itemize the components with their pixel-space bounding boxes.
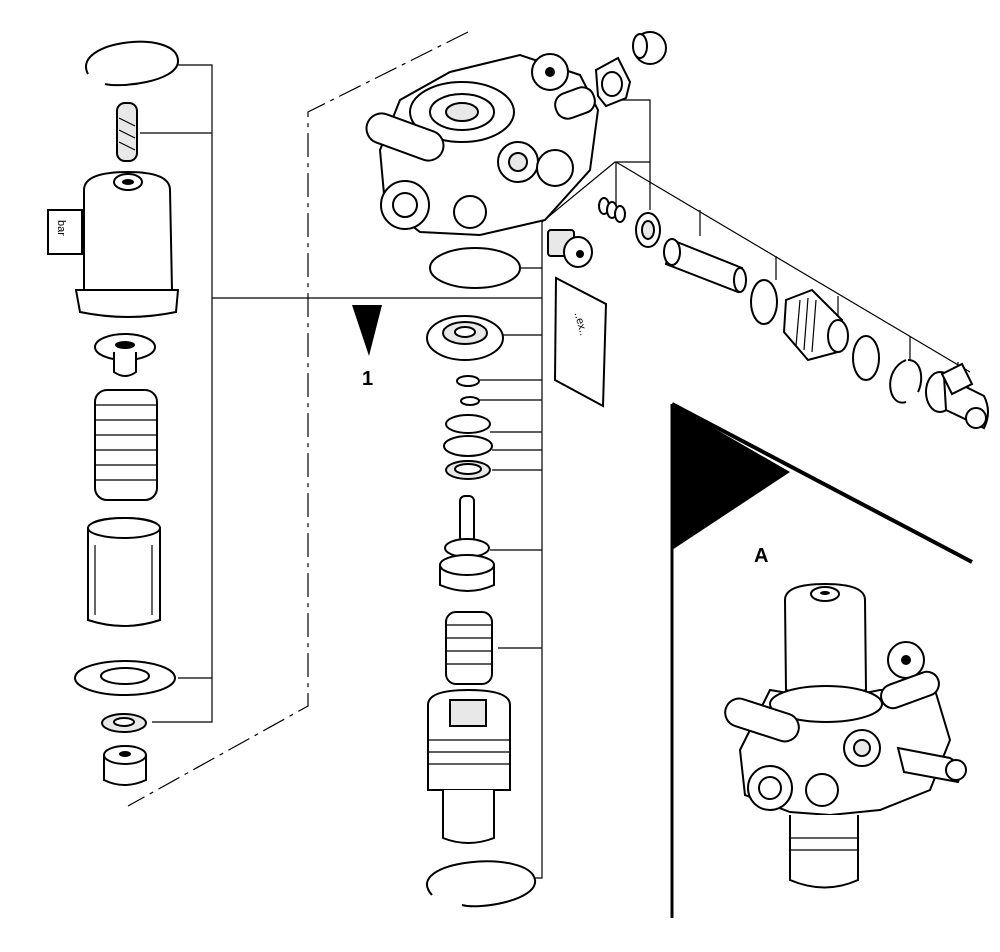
- left-bracket-lines: [140, 64, 542, 723]
- inset-view-a: [670, 402, 973, 918]
- pointer-triangle-icon: [352, 305, 382, 356]
- threaded-insert: [782, 288, 849, 362]
- pin-screw: [116, 102, 138, 162]
- seal-washer: [635, 212, 661, 248]
- o-ring-right-2: [852, 335, 880, 381]
- diaphragm-seal: [426, 315, 504, 361]
- small-washer: [101, 713, 147, 733]
- valve-body-lower: [427, 688, 511, 844]
- plunger-rod: [663, 238, 747, 294]
- right-bracket-lines: [615, 161, 971, 382]
- valve-seat-cup: [94, 333, 156, 377]
- round-cap: [632, 31, 667, 65]
- flat-washer: [74, 660, 176, 696]
- knob-handle: [925, 362, 989, 430]
- inset-label-a: A: [754, 545, 768, 567]
- inset-assembled-valve: [724, 582, 967, 889]
- valve-housing: [365, 53, 600, 237]
- o-ring-large: [429, 247, 521, 289]
- dashed-assembly-outline: [127, 31, 469, 807]
- guide-sleeve: [87, 516, 161, 627]
- compression-spring-left: [94, 389, 158, 501]
- small-o-rings: [443, 375, 493, 480]
- svg-text:bar: bar: [55, 220, 67, 236]
- svg-text:..ex..: ..ex..: [572, 311, 590, 337]
- compression-spring-center: [445, 611, 493, 685]
- retaining-ring-top-left: [85, 40, 180, 87]
- square-cap: [594, 56, 632, 108]
- threaded-plug: [547, 229, 593, 268]
- filter-cartridge: bar: [47, 170, 180, 318]
- small-spring: [598, 197, 626, 223]
- instruction-tag: ..ex..: [553, 276, 608, 408]
- retaining-ring-bottom: [426, 860, 536, 908]
- valve-piston: [439, 495, 495, 592]
- snap-ring-right: [889, 359, 923, 404]
- bottom-plug: [103, 745, 147, 786]
- callout-label-1: 1: [362, 368, 373, 390]
- o-ring-right-1: [750, 279, 778, 325]
